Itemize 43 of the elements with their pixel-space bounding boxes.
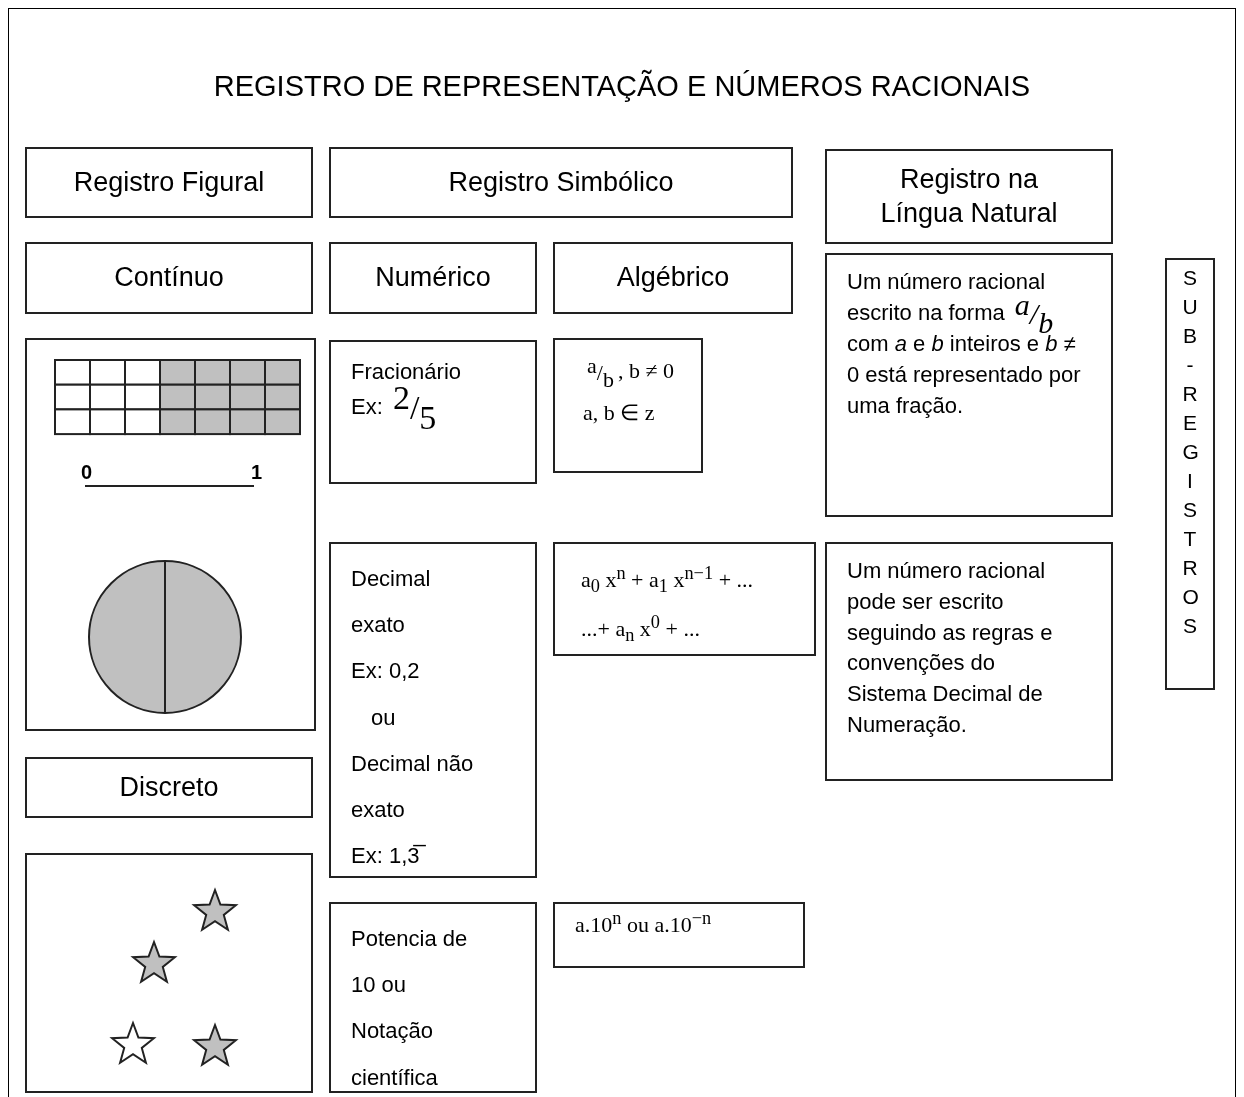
number-label: 1 <box>251 462 263 482</box>
text-box <box>825 542 1113 781</box>
text-box <box>329 542 537 878</box>
header-box <box>25 147 313 218</box>
formula: a/b, b ≠ 0 <box>586 352 674 392</box>
text: Decimal exato <box>351 565 432 640</box>
vertical-label-box <box>1165 258 1215 690</box>
text: Decimal não exato <box>351 749 475 824</box>
header-box <box>25 757 313 818</box>
heading: Registro Simbólico <box>448 165 674 199</box>
formula: ...+ a$_{n}$ x$^{0}$ + ... <box>581 610 700 648</box>
text-box <box>329 340 537 484</box>
header-box <box>553 242 793 314</box>
text: ou <box>370 703 397 732</box>
heading: Contínuo <box>114 261 224 295</box>
text: Ex: 0,2 <box>351 657 421 686</box>
header-box <box>329 242 537 314</box>
heading: Algébrico <box>616 261 730 295</box>
text: Fracionário <box>351 358 462 386</box>
text: Um número racional pode ser escrito seguindo as regras e convenções do Sistema Decimal de Numeração. <box>847 557 1054 739</box>
illustration-box <box>25 338 316 731</box>
header-box <box>825 149 1113 244</box>
heading: Discreto <box>119 770 219 804</box>
formula: a, b ∈ z <box>583 398 655 427</box>
heading: Numérico <box>375 261 491 295</box>
formula-box <box>553 338 703 473</box>
formula-box <box>553 902 805 968</box>
heading: Registro Figural <box>73 165 265 199</box>
formula: a.10$^{n}$ ou a.10$^{−n}$ <box>575 908 712 939</box>
text-box <box>329 902 537 1093</box>
heading: Registro na Língua Natural <box>879 162 1059 230</box>
text: Ex: 1,3̅ <box>351 833 483 880</box>
illustration-box <box>25 853 313 1093</box>
formula-box <box>553 542 816 656</box>
text: Um número racional escrito na forma a/b com a e b inteiros e b ≠ 0 está representado por uma fração. <box>847 268 1082 420</box>
header-box <box>329 147 793 218</box>
vertical-label: SUB-REGISTROS <box>1182 265 1198 639</box>
title: REGISTRO DE REPRESENTAÇÃO E NÚMEROS RACIONAIS <box>212 70 1032 103</box>
text: Potencia de 10 ou Notação científica <box>351 925 469 1092</box>
number-label: 0 <box>81 462 93 482</box>
text-box <box>825 253 1113 517</box>
formula: a$_{0}$ x$^{n}$ + a$_{1}$ x$^{n−1}$ + ... <box>581 562 754 599</box>
header-box <box>25 242 313 314</box>
